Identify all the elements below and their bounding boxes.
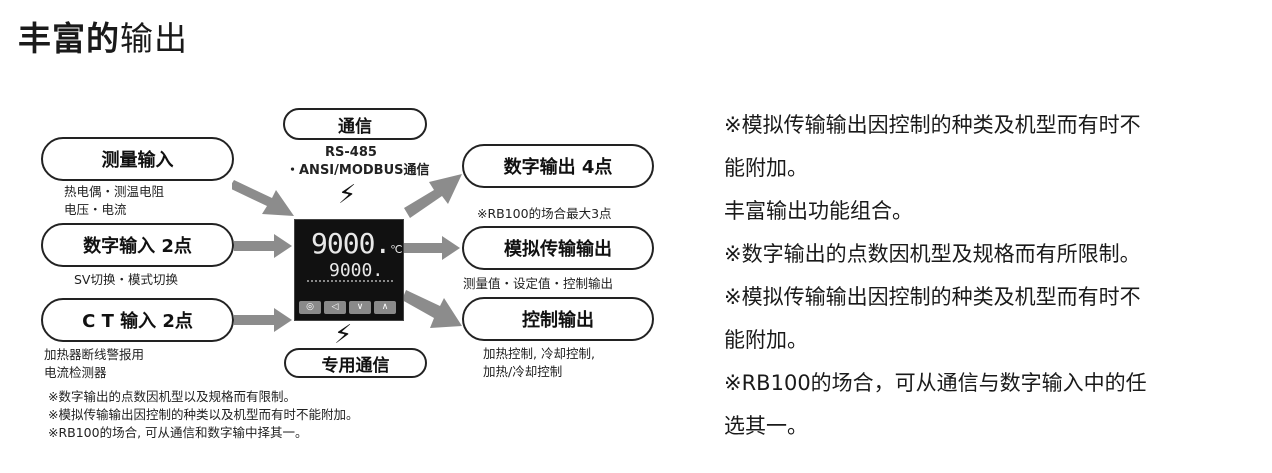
diagram-note-2: ※模拟传输输出因控制的种类以及机型而有时不能附加。 xyxy=(48,407,359,422)
control-desc-1: 加热控制, 冷却控制, xyxy=(483,346,595,361)
arrow-ct-input xyxy=(234,308,292,332)
right-line: ※模拟传输输出因控制的种类及机型而有时不 xyxy=(724,285,1141,309)
device-pv-display: 9000.℃ xyxy=(311,227,403,260)
right-line: ※数字输出的点数因机型及规格而有所限制。 xyxy=(724,242,1141,266)
device-sv-display: 9000. xyxy=(329,260,384,281)
diagram-note-1: ※数字输出的点数因机型以及规格而有限制。 xyxy=(48,389,296,404)
right-line: 能附加。 xyxy=(724,156,808,180)
control-desc-2: 加热/冷却控制 xyxy=(483,364,563,379)
dedicated-comm-box: 专用通信 xyxy=(284,348,427,378)
ct-desc-1: 加热器断线警报用 xyxy=(44,347,145,362)
dedicated-lightning-icon: ⚡ xyxy=(334,320,353,350)
digital-input-box: 数字输入 2点 xyxy=(41,223,234,267)
control-output-box: 控制输出 xyxy=(462,297,654,341)
measure-input-box: 测量输入 xyxy=(41,137,234,181)
device-key-up: ∧ xyxy=(374,301,396,314)
analog-output-desc: 测量值・设定值・控制输出 xyxy=(463,276,614,291)
diagram-note-3: ※RB100的场合, 可从通信和数字输中择其一。 xyxy=(48,425,308,440)
right-line: ※模拟传输输出因控制的种类及机型而有时不 xyxy=(724,113,1141,137)
digital-output-box: 数字输出 4点 xyxy=(462,144,654,188)
device-keypad: ◎ ◁ ∨ ∧ xyxy=(299,301,396,314)
controller-device: 9000.℃ 9000. ◎ ◁ ∨ ∧ xyxy=(294,219,404,321)
right-line: 选其一。 xyxy=(724,414,808,438)
digital-input-desc: SV切换・模式切换 xyxy=(74,272,178,287)
page-title-bold: 丰富的 xyxy=(18,19,120,58)
ct-input-box: C T 输入 2点 xyxy=(41,298,234,342)
right-line: ※RB100的场合，可从通信与数字输入中的任 xyxy=(724,371,1147,395)
analog-output-box: 模拟传输输出 xyxy=(462,226,654,270)
comm-text-2: ・ANSI/MODBUS通信 xyxy=(286,163,430,178)
arrow-control-output xyxy=(404,290,462,328)
measure-desc-1: 热电偶・测温电阻 xyxy=(64,184,165,199)
arrow-measure xyxy=(232,180,294,216)
right-description: ※模拟传输输出因控制的种类及机型而有时不 能附加。 丰富输出功能组合。 ※数字输… xyxy=(724,104,1147,448)
page-title-light: 输出 xyxy=(120,19,188,58)
page-title: 丰富的输出 xyxy=(18,12,188,60)
ct-desc-2: 电流检测器 xyxy=(44,365,107,380)
measure-desc-2: 电压・电流 xyxy=(64,202,127,217)
arrow-analog-output xyxy=(404,236,460,260)
comm-box: 通信 xyxy=(283,108,427,140)
device-key-set: ◎ xyxy=(299,301,321,314)
digital-output-note: ※RB100的场合最大3点 xyxy=(477,206,612,221)
device-key-down: ∨ xyxy=(349,301,371,314)
device-indicator-row xyxy=(307,280,393,286)
right-line: 丰富输出功能组合。 xyxy=(724,199,913,223)
comm-lightning-icon: ⚡ xyxy=(338,180,357,210)
arrow-digital-input xyxy=(234,234,292,258)
arrow-digital-output xyxy=(404,174,462,218)
device-key-shift: ◁ xyxy=(324,301,346,314)
comm-text-1: RS-485 xyxy=(325,145,377,160)
right-line: 能附加。 xyxy=(724,328,808,352)
